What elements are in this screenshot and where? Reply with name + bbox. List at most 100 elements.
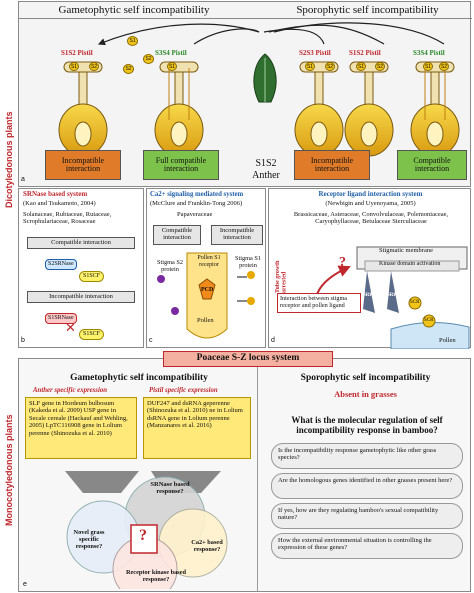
panel-b-title: SRNase based system	[23, 190, 88, 198]
pistil-label-3: S2S3 Pistil	[299, 49, 331, 57]
interaction-box: Interaction between stigma receptor and …	[277, 293, 361, 313]
bullet-1-text: Is the incompatibility response gametoph…	[278, 447, 437, 462]
dicot-side-label: Dicotyledonous plants	[4, 111, 14, 209]
panel-d-pollen: Pollen	[439, 337, 456, 344]
pollen-grain: S2	[123, 64, 134, 74]
pistil-5	[410, 61, 460, 157]
panel-d-title: Receptor ligand interaction system	[318, 190, 423, 198]
panel-a: Gametophytic self incompatibility Sporop…	[18, 1, 472, 187]
srk-label-2: SRK	[387, 293, 398, 298]
pollen-grain: S2	[375, 62, 385, 71]
pollen-grain: S1	[423, 62, 433, 71]
box-incompatible-1: Incompatible interaction	[45, 150, 121, 180]
pollen-grain: S2	[143, 54, 154, 64]
panel-letter-a: a	[21, 176, 25, 183]
panel-c-pollen: Pollen	[197, 317, 214, 324]
venn-question: ?	[139, 527, 147, 544]
pcd-label: PCD	[201, 287, 214, 293]
panel-c-incompatible: Incompatible interaction	[211, 225, 263, 245]
pollen-grain: S1	[127, 36, 138, 46]
bullet-2: Are the homologous genes identified in o…	[271, 473, 463, 499]
pistil-genes-box: DUF247 and dsRNA geperenne (Shinozuka et…	[143, 397, 251, 459]
stigma-s2-protein: Stigma S2 protein	[156, 259, 184, 274]
bullet-4-text: How the external environmental situation…	[278, 537, 432, 552]
bullet-3: If yes, how are they regulating bamboo's…	[271, 503, 463, 529]
poaceae-gameto-title: Gametophytic self incompatibility	[70, 373, 208, 383]
anther-genes-box: SLF gene in Hordeum bulbosum (Kakeda et …	[25, 397, 137, 459]
panel-d-cite: (Newbigin and Uyenoyama, 2005)	[325, 200, 416, 207]
panel-c: Ca2+ signaling mediated system (McClure …	[146, 188, 266, 348]
panel-b-s1srnase: S1SRNase	[45, 313, 77, 324]
panel-b-families: Solanaceae, Rubiaceae, Rutaceae, Scrophu…	[23, 211, 112, 226]
panel-d: Receptor ligand interaction system (Newb…	[268, 188, 471, 349]
venn-srnase: SRNase based response?	[150, 481, 190, 496]
venn-diagram	[65, 471, 228, 589]
question-mark-d: ?	[339, 255, 346, 270]
pollen-grain: S2	[439, 62, 449, 71]
panel-c-family: Papaveraceae	[177, 211, 213, 218]
panel-b-s1scf: S1SCF	[79, 271, 105, 282]
pistil-label-1: S1S2 Pistil	[61, 49, 93, 57]
kinase-domain: Kinase domain activation	[379, 261, 441, 267]
box-incompatible-2: Incompatible interaction	[294, 150, 370, 180]
venn-novel: Novel grass specific response?	[73, 529, 105, 551]
bullet-4: How the external environmental situation…	[271, 533, 463, 559]
pollen-grain: S1	[69, 62, 79, 71]
absent-in-grasses: Absent in grasses	[334, 389, 397, 399]
pistil-1	[58, 61, 108, 157]
gameto-title-top: Gametophytic self incompatibility	[58, 4, 210, 16]
pistil-2	[154, 61, 204, 157]
panel-b-cite: (Kao and Tsukamoto, 2004)	[23, 200, 96, 207]
pistil-label-4: S1S2 Pistil	[349, 49, 381, 57]
block-x-icon: ✕	[65, 321, 76, 336]
box-full-compatible: Full compatible interaction	[143, 150, 219, 180]
poaceae-title: Poaceae S-Z locus system	[163, 351, 333, 367]
scr-label-2: SCR	[424, 318, 434, 323]
pistil-4	[344, 61, 394, 157]
pollen-s1-receptor: Pollen S1 receptor	[197, 255, 221, 268]
bullet-2-text: Are the homologous genes identified in o…	[278, 477, 453, 484]
venn-ca: Ca2+ based response?	[191, 539, 223, 554]
anther-specific-header: Anther specific expression	[33, 387, 108, 394]
venn-receptor: Receptor kinase based response?	[125, 569, 187, 584]
panel-d-families: Brassicaceae, Asteraceae, Convolvulaceae…	[293, 211, 449, 226]
panel-e: Poaceae S-Z locus system Gametophytic se…	[18, 351, 471, 592]
poaceae-sporo-title: Sporophytic self incompatibility	[300, 373, 431, 383]
panel-c-compatible: Compatible interaction	[153, 225, 201, 245]
panel-b-s1scf-b: S1SCF	[79, 329, 105, 340]
bullet-1: Is the incompatibility response gametoph…	[271, 443, 463, 469]
pistil-label-2: S3S4 Pistil	[155, 49, 187, 57]
panel-letter-c: c	[149, 337, 153, 344]
bamboo-question: What is the molecular regulation of self…	[291, 415, 443, 436]
pistil-3	[294, 61, 344, 157]
receptor-illustration	[314, 246, 470, 349]
anther-s1s2: S1S2	[255, 158, 277, 169]
panel-b: SRNase based system (Kao and Tsukamoto, …	[18, 188, 144, 348]
panel-letter-e: e	[23, 581, 27, 588]
pollen-grain: S1	[305, 62, 315, 71]
sporo-title-top: Sporophytic self incompatibility	[296, 4, 439, 16]
panel-letter-b: b	[21, 337, 25, 344]
pollen-grain: S2	[325, 62, 335, 71]
panel-b-s2srnase: S2SRNase	[45, 259, 77, 270]
title-divider	[19, 18, 472, 19]
pollen-grain: S2	[89, 62, 99, 71]
anther-word: Anther	[252, 170, 280, 181]
bullet-3-text: If yes, how are they regulating bamboo's…	[278, 507, 439, 522]
pistil-label-5: S3S4 Pistil	[413, 49, 445, 57]
panel-b-compatible: Compatible interaction	[27, 237, 135, 249]
stigmatic-membrane: Stigmatic membrane	[379, 247, 433, 254]
pollen-grain: S1	[356, 62, 366, 71]
tube-growth-arrested: Tube growth arrested	[275, 260, 288, 293]
box-compatible: Compatible interaction	[397, 150, 467, 180]
pollen-tube-illustration	[157, 252, 255, 339]
anther-shape	[253, 53, 277, 103]
panel-letter-d: d	[271, 337, 275, 344]
panel-b-incompatible: Incompatible interaction	[27, 291, 135, 303]
monocot-side-label: Monocotyledonous plants	[4, 414, 14, 526]
stigma-s1-protein: Stigma S1 protein	[234, 255, 262, 270]
srk-label-1: SRK	[363, 293, 374, 298]
pistil-specific-header: Pistil specific expression	[149, 387, 218, 394]
panel-c-cite: (McClure and Franklin-Tong 2006)	[150, 200, 243, 207]
scr-label-1: SCR	[410, 300, 420, 305]
